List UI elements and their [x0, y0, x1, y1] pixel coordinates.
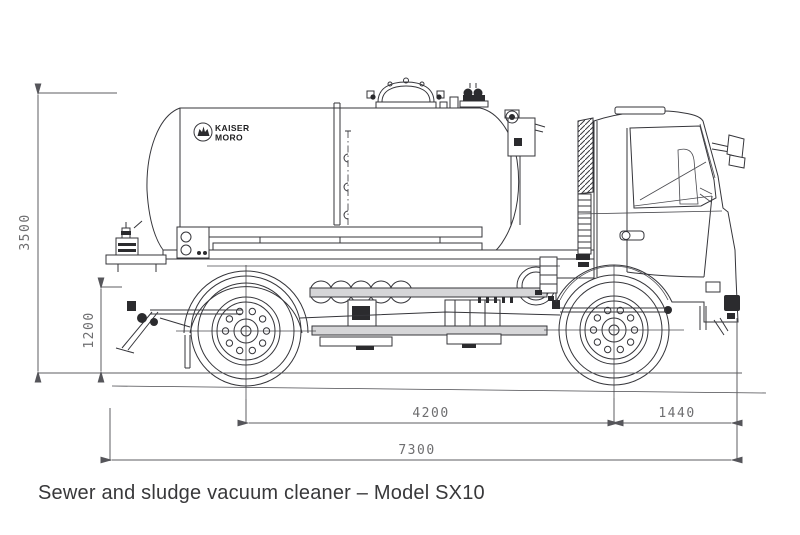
dimension-label-overall-length: 7300: [398, 443, 435, 458]
hose-tray-upper: [309, 287, 548, 298]
cab-step-box: [535, 256, 558, 301]
logo-line1: KAISER: [215, 123, 250, 133]
hose-tray-lower: [311, 325, 548, 336]
logo-line2: MORO: [215, 133, 243, 143]
rear-wheel: [175, 264, 317, 400]
tank-top-fitting: [449, 96, 459, 109]
front-fender-arc: [559, 265, 669, 301]
vacuum-pump-unit: [504, 109, 546, 225]
dimension-label-wheelbase: 4200: [412, 406, 449, 421]
kaiser-moro-logo: KAISER MORO: [193, 122, 250, 143]
steering-wheel: [699, 187, 713, 203]
rear-platform: [105, 254, 167, 272]
fog-light: [727, 313, 735, 319]
kaiser-moro-logo-mark: [193, 122, 213, 142]
tank-level-gauge: [333, 102, 351, 238]
driver-seat: [677, 148, 699, 205]
door-handle: [619, 230, 645, 241]
rear-suspension: [115, 301, 242, 354]
subframe-rail-upper: [206, 226, 483, 238]
cab: [535, 106, 746, 336]
dimension-annotations: 3500 1200 4200 1440 7300: [18, 83, 743, 464]
cab-air-deflector: [576, 117, 594, 267]
rear-fender: [183, 270, 309, 369]
rear-mudflap: [184, 335, 191, 369]
vacuum-tank: KAISER MORO: [146, 77, 546, 259]
door-window: [629, 125, 717, 209]
headlight: [724, 295, 740, 311]
figure-caption: Sewer and sludge vacuum cleaner – Model …: [38, 482, 485, 504]
side-mirror: [711, 134, 746, 169]
windshield-edge: [699, 123, 716, 179]
dimension-label-chassis-height: 1200: [82, 311, 97, 348]
rear-hand-pump: [115, 220, 143, 256]
driveline-equipment: [299, 297, 561, 350]
suction-hose-rack: [309, 266, 556, 336]
body-crease: [577, 210, 723, 215]
dimension-label-front-overhang: 1440: [658, 406, 695, 421]
ground-lines: [38, 372, 767, 394]
tank-top-fitting: [439, 101, 448, 109]
door-seams: [626, 128, 713, 278]
manhole-cover: [366, 77, 445, 109]
ground-line: [111, 385, 767, 394]
relief-valve: [459, 83, 489, 108]
front-bumper: [699, 281, 740, 336]
roof-hatch: [614, 106, 666, 115]
dimension-label-overall-height: 3500: [18, 213, 33, 250]
hinge-box: [176, 226, 210, 259]
